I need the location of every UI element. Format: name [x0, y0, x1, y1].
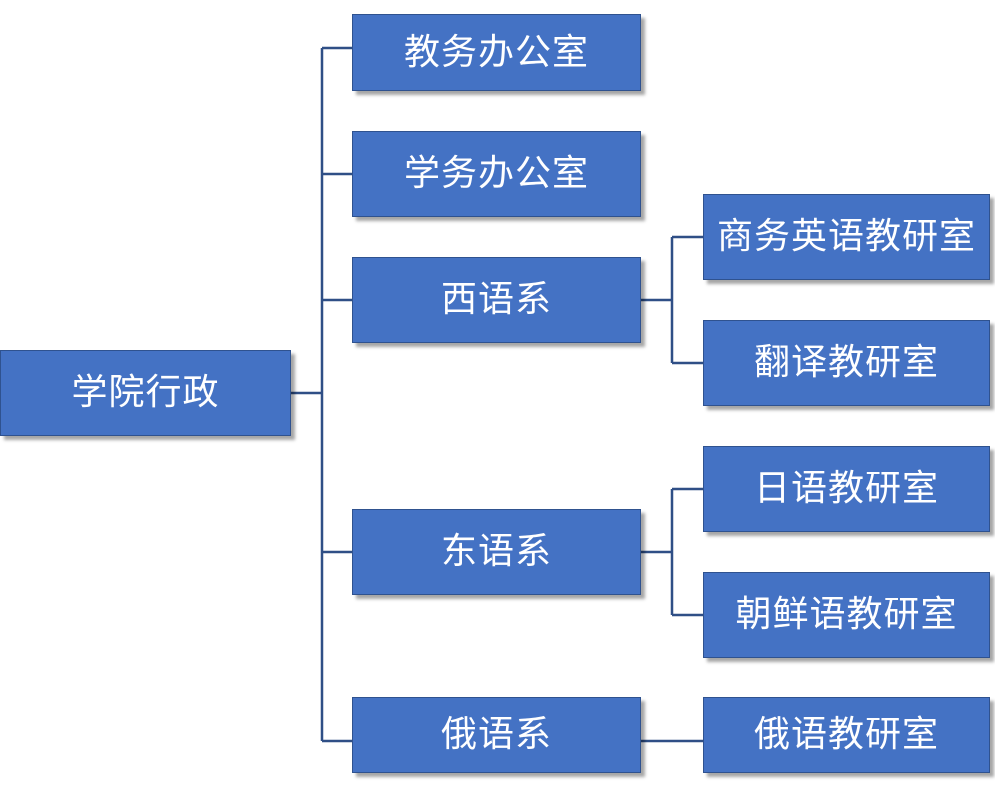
node-section-2-label: 翻译教研室 — [753, 342, 939, 383]
node-dept-3: 西语系 — [352, 257, 641, 343]
node-section-4-label: 朝鲜语教研室 — [735, 594, 958, 635]
node-section-3: 日语教研室 — [703, 446, 990, 532]
node-root-label: 学院行政 — [71, 372, 220, 413]
node-section-1: 商务英语教研室 — [703, 194, 990, 280]
node-section-3-label: 日语教研室 — [753, 468, 939, 509]
node-root: 学院行政 — [0, 350, 291, 436]
node-dept-4-label: 东语系 — [440, 531, 552, 572]
node-dept-2: 学务办公室 — [352, 131, 641, 217]
node-dept-4: 东语系 — [352, 509, 641, 595]
node-dept-5-label: 俄语系 — [440, 714, 552, 755]
node-dept-1: 教务办公室 — [352, 14, 641, 91]
node-dept-5: 俄语系 — [352, 697, 641, 773]
node-dept-2-label: 学务办公室 — [403, 153, 589, 194]
node-section-5: 俄语教研室 — [703, 697, 990, 773]
node-section-4: 朝鲜语教研室 — [703, 572, 990, 658]
node-section-1-label: 商务英语教研室 — [716, 216, 976, 257]
node-section-2: 翻译教研室 — [703, 320, 990, 406]
node-dept-3-label: 西语系 — [440, 279, 552, 320]
node-section-5-label: 俄语教研室 — [753, 714, 939, 755]
node-dept-1-label: 教务办公室 — [403, 31, 589, 73]
